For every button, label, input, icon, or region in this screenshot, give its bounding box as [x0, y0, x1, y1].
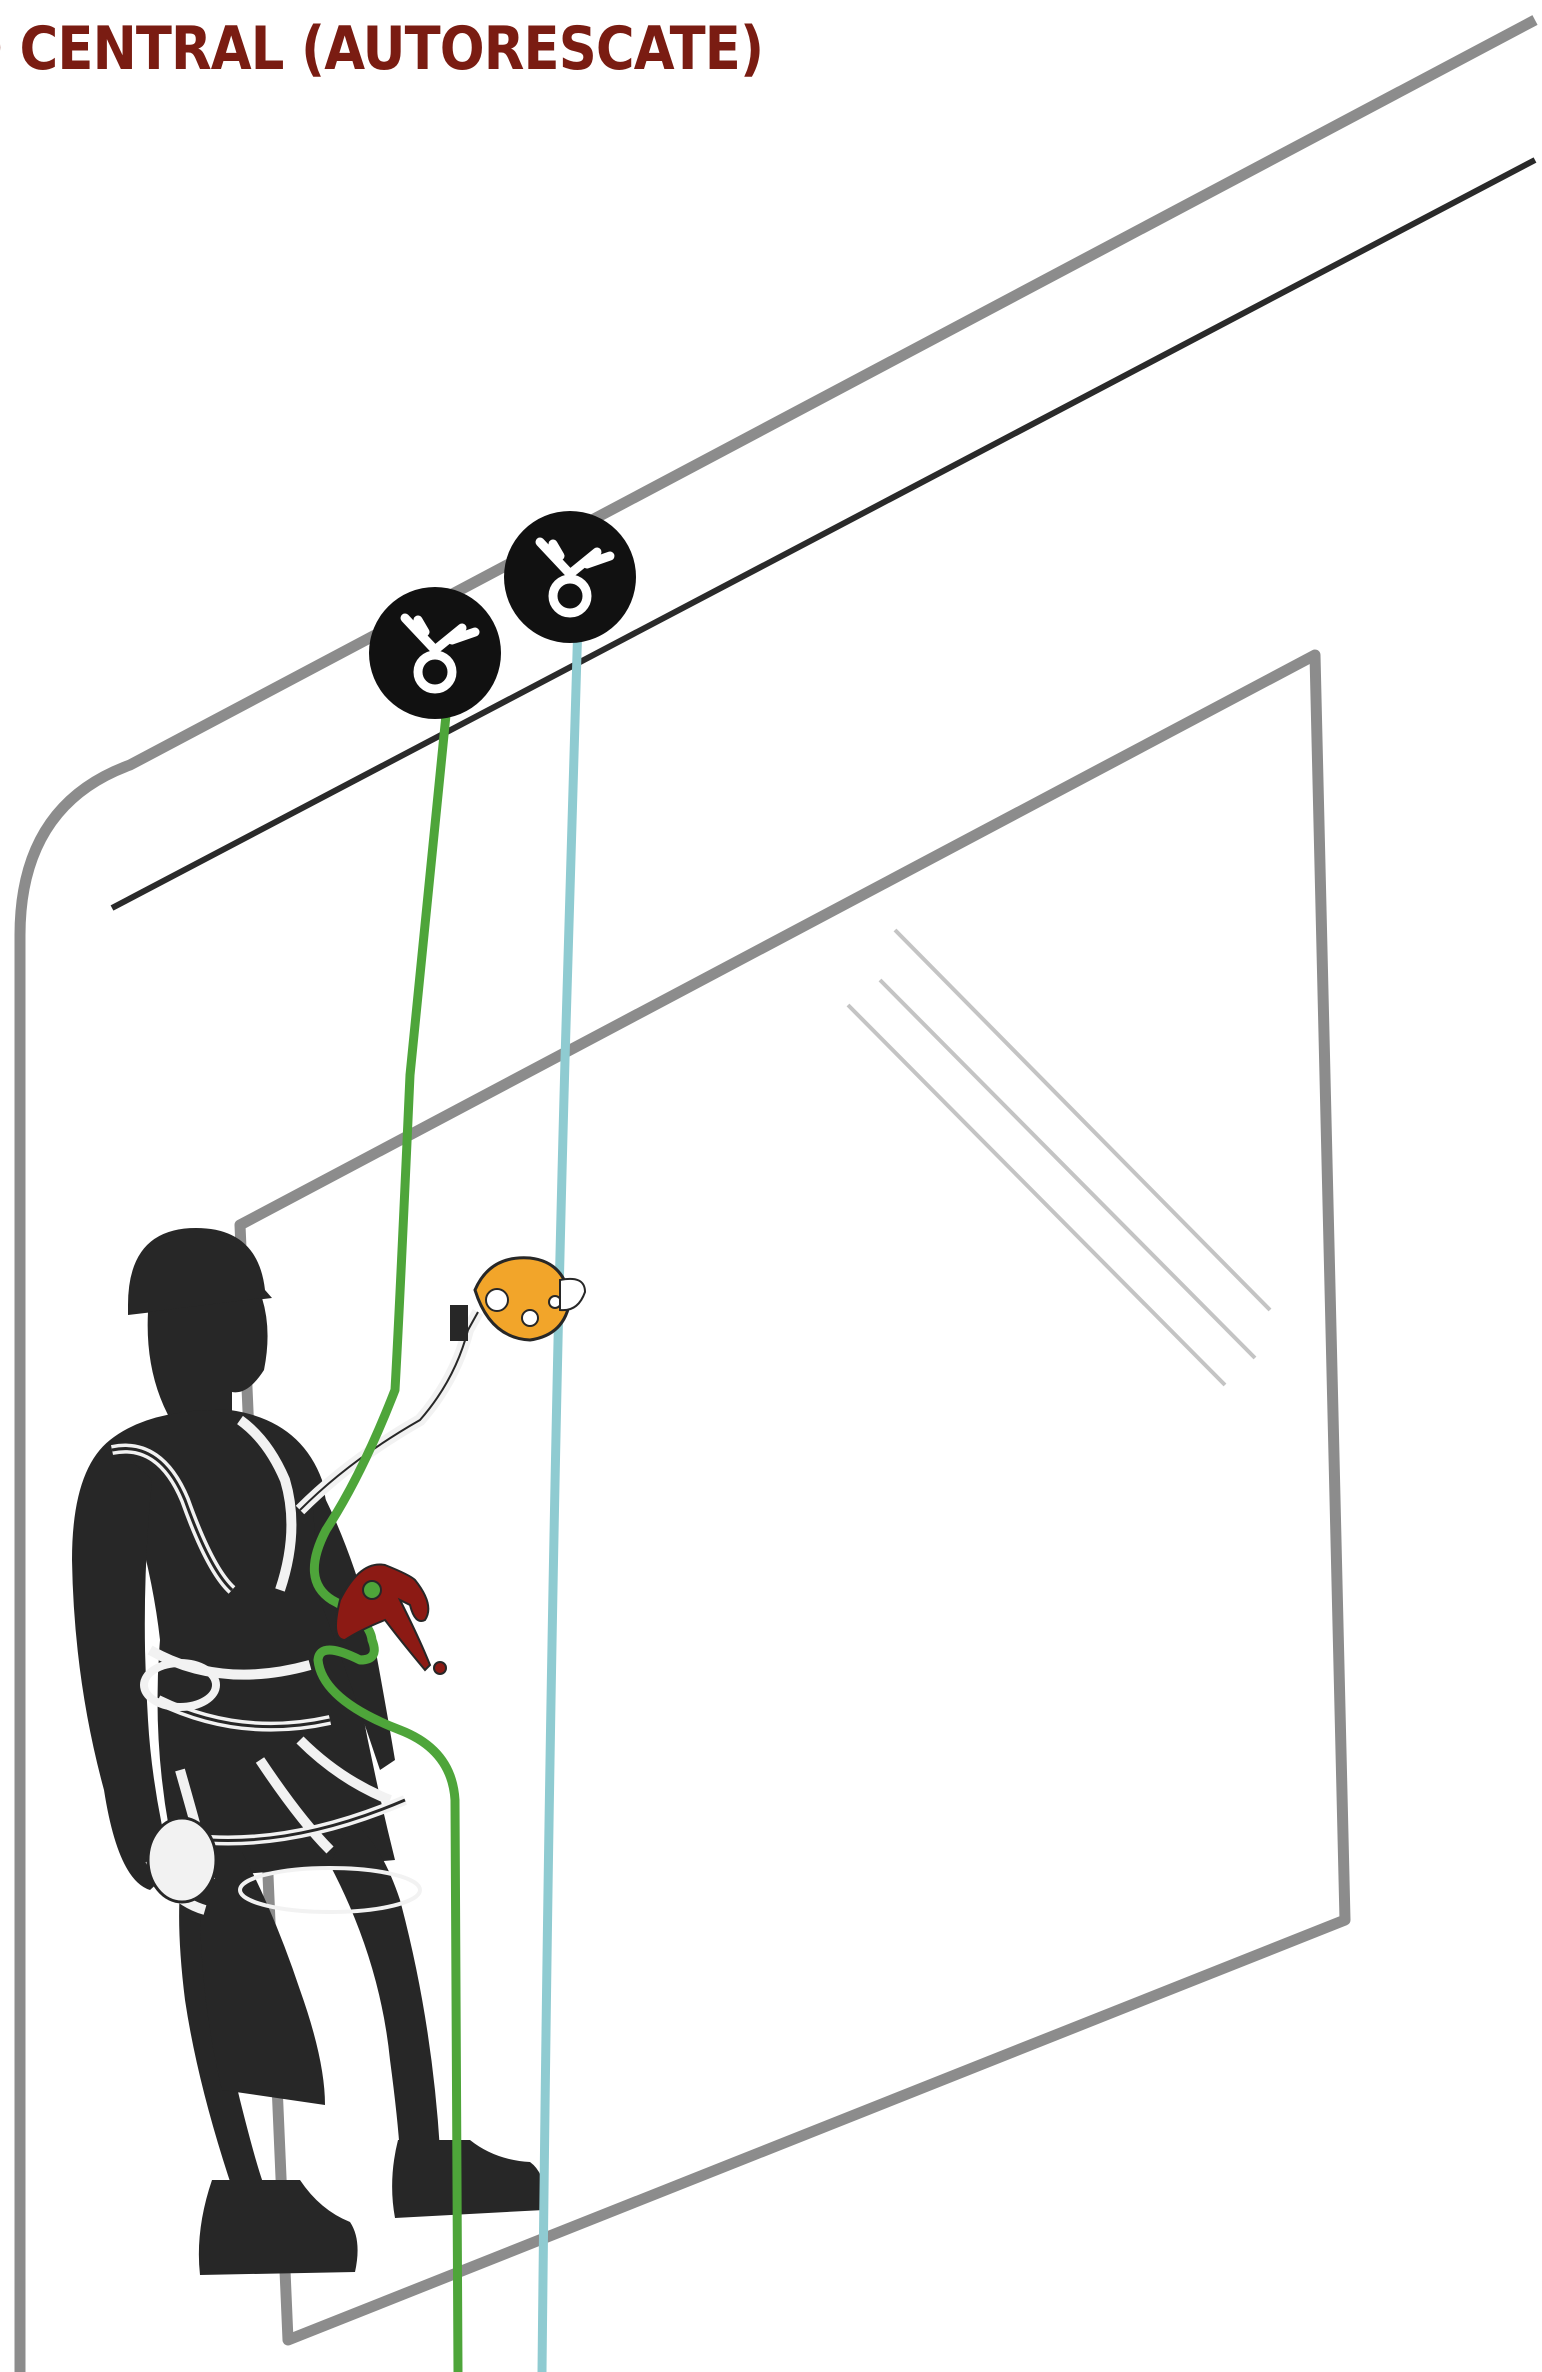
rope-access-worker-icon	[72, 1228, 545, 2275]
anchor-point-icon	[369, 587, 501, 719]
glass-reflection	[848, 930, 1270, 1385]
rope-right	[542, 620, 578, 2372]
anchor-point-icon	[504, 511, 636, 643]
lanyard-connector	[450, 1305, 468, 1341]
harness-tool-pouch	[148, 1818, 216, 1902]
rope-descender-device-icon	[475, 1258, 585, 1340]
